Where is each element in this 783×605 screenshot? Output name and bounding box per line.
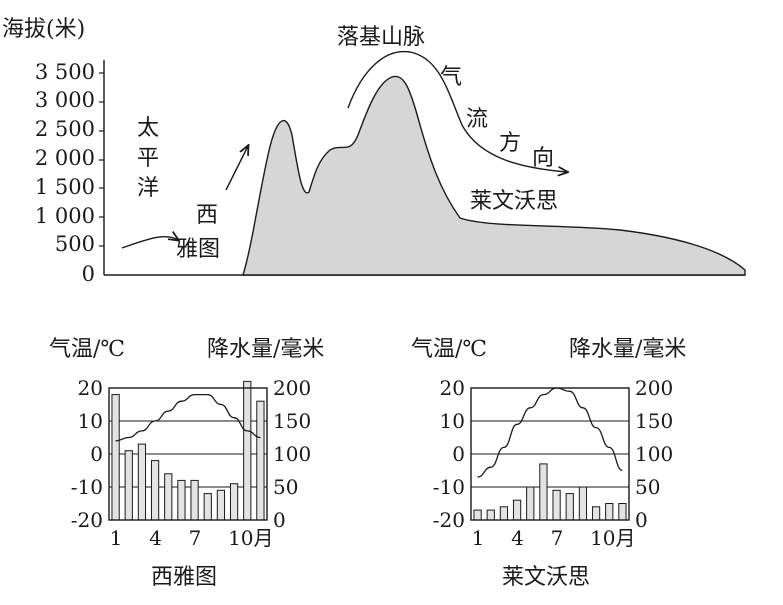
x-tick: 4 [511,526,524,550]
precip-bar [164,473,173,521]
chart-title: 莱文沃思 [502,565,590,590]
y-left-tick: 0 [90,442,103,466]
temperature-line [115,393,261,442]
y-right-tick: 200 [635,376,673,400]
precip-bar [591,506,601,521]
y-right-tick: 100 [273,442,311,466]
x-tick: 7 [189,526,202,550]
y-right-tick: 150 [635,409,673,433]
ocean-char: 洋 [137,176,159,201]
precip-bar [124,450,133,521]
y-left-tick: 10 [78,409,103,433]
chart-frame [470,387,630,521]
temperature-line [477,387,623,478]
mountain-label: 落基山脉 [337,25,425,50]
y-left-tick: 0 [452,442,465,466]
y-right-tick: 50 [635,475,660,499]
chart-title: 西雅图 [151,565,217,590]
ocean-label: 太 平 洋 [137,116,159,201]
y-right-tick: 50 [273,475,298,499]
airflow-char: 流 [466,107,488,132]
precip-bar [229,483,239,521]
y-tick: 0 [82,262,95,286]
precip-bar [111,394,120,521]
precip-bar [539,463,548,521]
precip-bar [618,503,627,521]
airflow-char: 向 [532,146,554,171]
city-east-label: 莱文沃思 [470,189,558,214]
y-left-label: 气温/℃ [411,337,487,362]
y-left-tick: 10 [440,409,465,433]
ocean-char: 平 [137,146,159,171]
terrain-shape [242,75,746,276]
precip-bar [526,486,535,521]
y-axis-tick-marks [99,72,104,247]
precip-bar [512,499,522,521]
y-tick: 3 000 [35,88,95,112]
precip-bar [203,493,212,521]
y-right-tick: 150 [273,409,311,433]
y-right-label: 降水量/毫米 [207,337,324,362]
y-left-tick: -20 [433,508,465,532]
city-west-label-line1: 西 [196,203,218,228]
x-tick: 4 [149,526,162,550]
airflow-char: 方 [499,131,521,156]
precip-bar [216,489,226,521]
y-left-tick: -20 [71,508,103,532]
y-tick: 1 000 [35,204,95,228]
y-tick: 3 500 [35,60,95,84]
y-left-label: 气温/℃ [49,337,125,362]
terrain-profile: 海拔(米) 3 500 3 000 2 500 2 000 1 500 1 00… [2,17,746,286]
x-tick: 10月 [590,526,635,550]
y-left-tick: -10 [433,475,465,499]
x-tick: 7 [551,526,564,550]
x-tick: 1 [472,526,485,550]
precip-bar [150,460,160,521]
precip-bar [243,380,252,521]
y-left-tick: 20 [440,376,465,400]
y-tick: 500 [55,232,95,256]
precip-bar [578,486,588,521]
precip-bar [137,443,147,521]
precip-bar [565,493,574,521]
airflow-label: 气 流 方 向 [440,65,554,171]
y-tick: 1 500 [35,175,95,199]
city-west-label-line2: 雅图 [176,237,220,262]
y-left-tick: -10 [71,475,103,499]
y-axis-label: 海拔(米) [2,17,85,42]
ascending-airflow-arrow [225,146,248,191]
y-left-tick: 20 [78,376,103,400]
precip-bar [473,509,482,521]
airflow-char: 气 [440,65,462,90]
y-tick: 2 000 [35,146,95,170]
x-tick: 1 [110,526,123,550]
precip-bar [499,506,509,521]
ocean-airflow-arrow [121,237,178,249]
precip-bar [605,503,614,521]
precip-bar [190,479,199,521]
y-right-tick: 200 [273,376,311,400]
precip-bar [256,400,265,521]
precip-bar [177,479,186,521]
y-right-label: 降水量/毫米 [569,337,686,362]
y-right-tick: 0 [273,508,286,532]
ocean-char: 太 [137,116,159,141]
x-tick: 10月 [228,526,273,550]
y-right-tick: 0 [635,508,648,532]
precip-bar [486,509,495,521]
y-tick: 2 500 [35,117,95,141]
y-right-tick: 100 [635,442,673,466]
chart-frame [108,387,268,521]
precip-bar [552,489,561,521]
airflow-arrow [347,50,567,172]
y-axis-ticks: 3 500 3 000 2 500 2 000 1 500 1 000 500 … [35,60,95,286]
